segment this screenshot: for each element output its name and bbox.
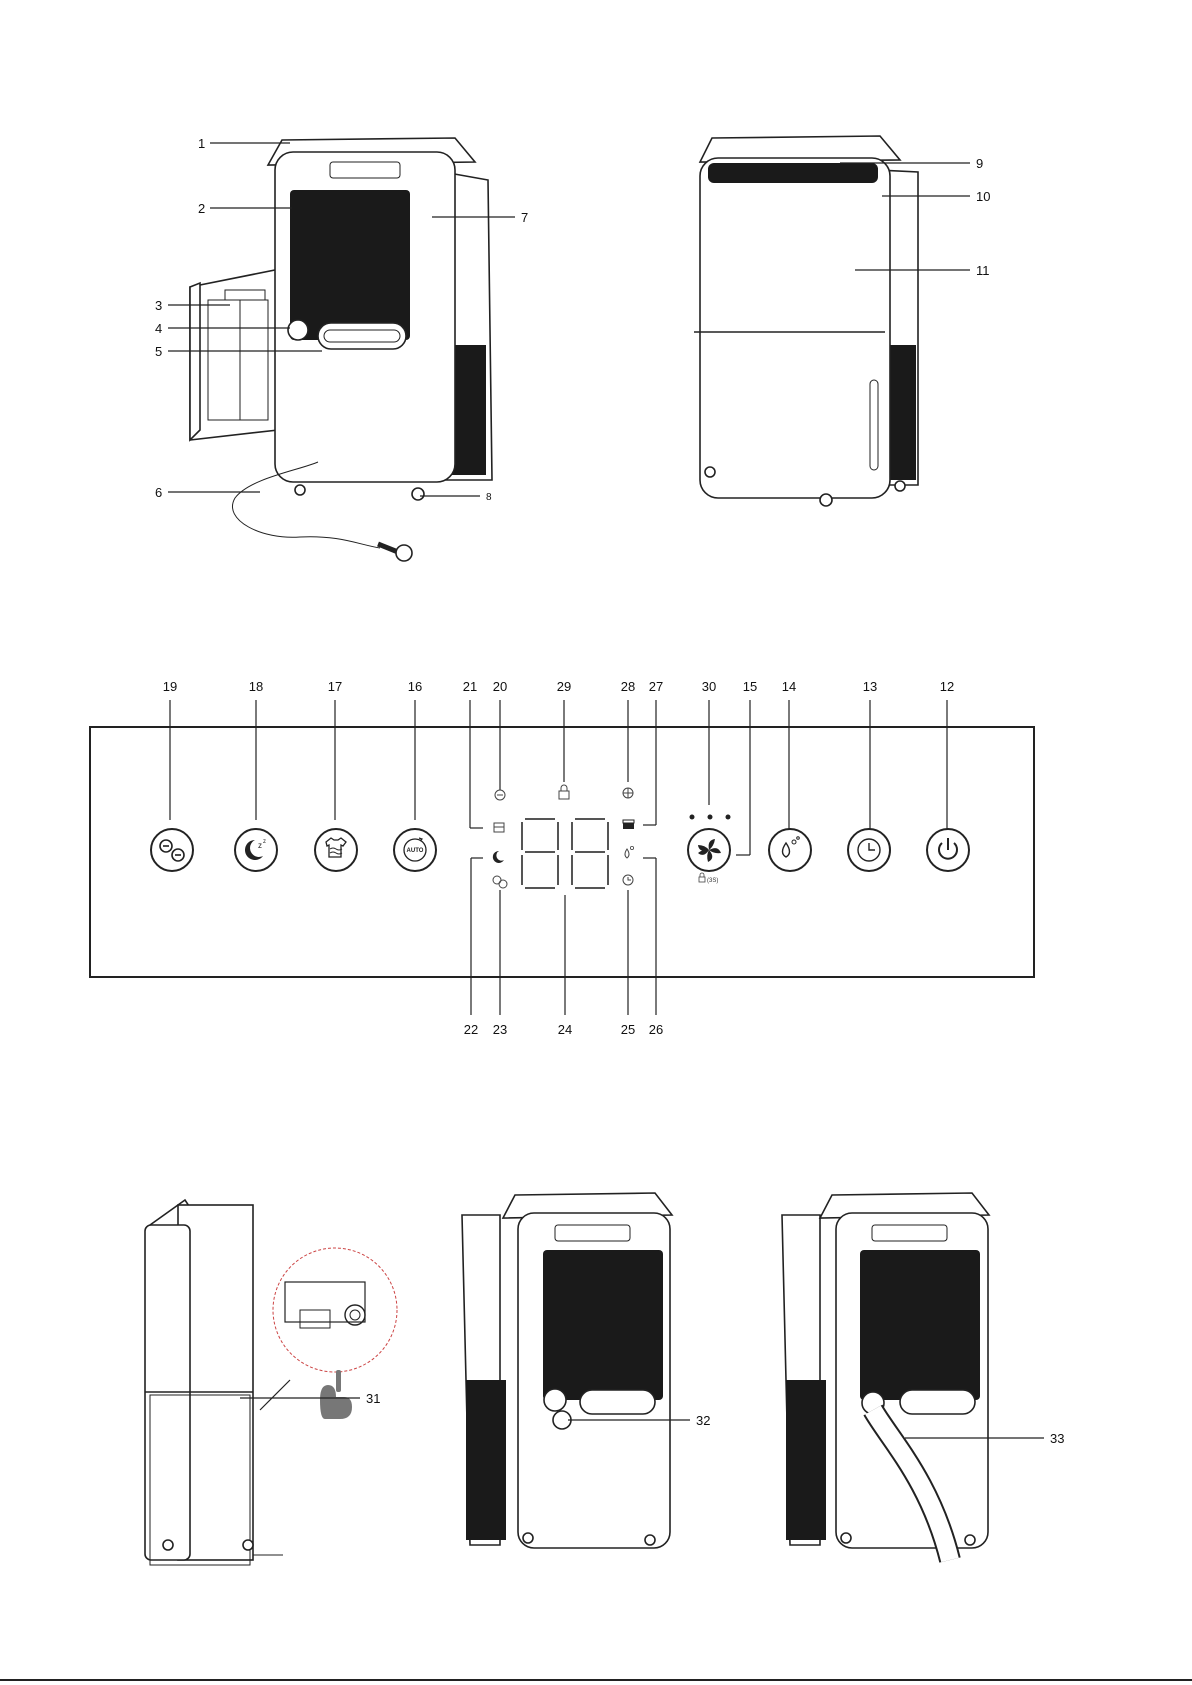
callout-5: 5 bbox=[155, 344, 162, 359]
button-humidity[interactable] bbox=[769, 829, 811, 871]
back-view-dehumidifier bbox=[694, 136, 918, 506]
callout-13: 13 bbox=[863, 679, 877, 694]
callout-9: 9 bbox=[976, 156, 983, 171]
callout-4: 4 bbox=[155, 321, 162, 336]
callout-16: 16 bbox=[408, 679, 422, 694]
defrost-icon bbox=[623, 788, 633, 798]
water-tank bbox=[190, 270, 286, 440]
callout-28: 28 bbox=[621, 679, 635, 694]
callout-32: 32 bbox=[696, 1413, 710, 1428]
callout-27: 27 bbox=[649, 679, 663, 694]
callout-8: 8 bbox=[486, 492, 492, 503]
svg-text:z: z bbox=[258, 841, 262, 850]
callout-33: 33 bbox=[1050, 1431, 1064, 1446]
hand-pointer-icon bbox=[320, 1370, 352, 1419]
callout-17: 17 bbox=[328, 679, 342, 694]
callout-14: 14 bbox=[782, 679, 796, 694]
zoom-detail bbox=[273, 1248, 397, 1372]
air-outlet bbox=[708, 163, 878, 183]
drain-plug bbox=[544, 1389, 566, 1411]
drain-outlet bbox=[288, 320, 308, 340]
callout-19: 19 bbox=[163, 679, 177, 694]
front-air-grill bbox=[290, 190, 410, 340]
callout-29: 29 bbox=[557, 679, 571, 694]
callout-7: 7 bbox=[521, 210, 528, 225]
callout-18: 18 bbox=[249, 679, 263, 694]
front-view-drain-plug bbox=[462, 1193, 672, 1548]
callout-6: 6 bbox=[155, 485, 162, 500]
auto-label: AUTO bbox=[407, 848, 424, 854]
svg-text:z: z bbox=[263, 839, 266, 845]
callout-12: 12 bbox=[940, 679, 954, 694]
callout-31: 31 bbox=[366, 1391, 380, 1406]
callout-26: 26 bbox=[649, 1022, 663, 1037]
callout-22: 22 bbox=[464, 1022, 478, 1037]
control-panel-frame bbox=[90, 727, 1034, 977]
button-power[interactable] bbox=[927, 829, 969, 871]
plug bbox=[396, 545, 412, 561]
callout-23: 23 bbox=[493, 1022, 507, 1037]
callout-11: 11 bbox=[976, 263, 990, 278]
button-sleep[interactable]: z z bbox=[235, 829, 277, 871]
callout-1: 1 bbox=[198, 136, 205, 151]
callout-24: 24 bbox=[558, 1022, 572, 1037]
callout-10: 10 bbox=[976, 189, 990, 204]
front-view-dehumidifier bbox=[190, 138, 492, 561]
front-view-drain-hose bbox=[782, 1193, 989, 1560]
button-fan[interactable] bbox=[688, 829, 730, 871]
side-view-drain bbox=[145, 1200, 397, 1565]
back-body bbox=[700, 158, 890, 498]
button-ion[interactable] bbox=[151, 829, 193, 871]
button-laundry[interactable] bbox=[315, 829, 357, 871]
callout-3: 3 bbox=[155, 298, 162, 313]
callout-25: 25 bbox=[621, 1022, 635, 1037]
button-auto[interactable]: AUTO bbox=[394, 829, 436, 871]
callout-15: 15 bbox=[743, 679, 757, 694]
callout-21: 21 bbox=[463, 679, 477, 694]
callout-2: 2 bbox=[198, 201, 205, 216]
button-timer[interactable] bbox=[848, 829, 890, 871]
indicator-tank-full bbox=[623, 820, 634, 829]
callout-30: 30 bbox=[702, 679, 716, 694]
child-lock-sublabel: (3S) bbox=[707, 878, 718, 884]
callout-20: 20 bbox=[493, 679, 507, 694]
